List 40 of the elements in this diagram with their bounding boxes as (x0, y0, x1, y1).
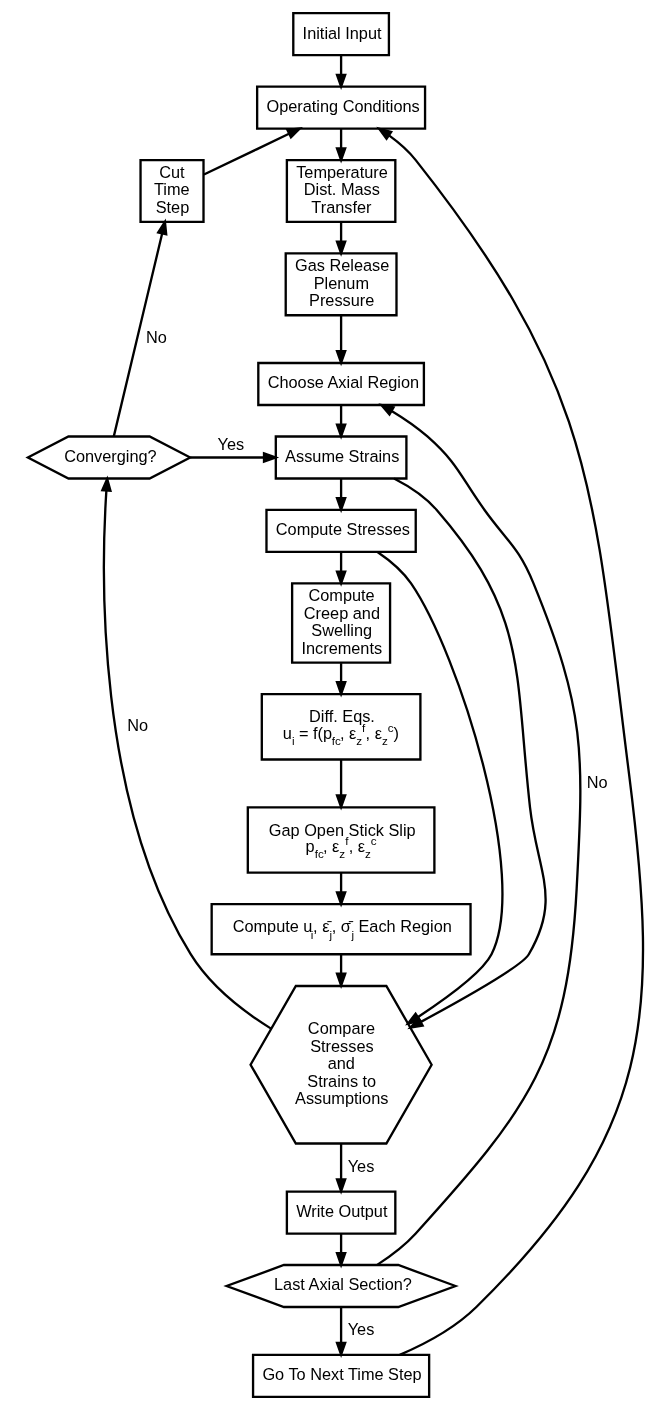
arrow (334, 128, 347, 164)
arrow (334, 872, 347, 908)
edge-label: No (145, 328, 167, 347)
node-box: Go To Next Time Step (251, 1353, 430, 1398)
node-box: Choose Axial Region (256, 361, 425, 407)
edge-label: Yes (217, 434, 244, 453)
arrow (112, 218, 167, 437)
edge-label: Yes (347, 1320, 374, 1339)
arrow (334, 405, 347, 440)
node-box: Operating Conditions (255, 85, 426, 130)
edge-label: No (126, 716, 148, 735)
node-box: Initial Input (291, 12, 390, 57)
node-box: Compute Creep and Swelling Increments (290, 582, 391, 664)
edge-label: No (586, 772, 608, 791)
arrow (100, 475, 272, 1030)
arrow (334, 1307, 347, 1359)
node-box: Temperature Dist. Mass Transfer (285, 158, 396, 224)
arrow (375, 126, 644, 1356)
arrow (334, 478, 347, 514)
node-box: Assume Strains (274, 435, 408, 480)
arrow (202, 127, 303, 176)
arrow (334, 1233, 347, 1269)
arrow (376, 403, 581, 1266)
node-box: Gas Release Plenum Pressure (284, 252, 398, 317)
arrow (376, 551, 503, 1026)
node-box: Compute u$_{i}$, ε̄$_{j}$, σ̄$_{j}$ Each Region (210, 902, 472, 956)
arrow (334, 759, 347, 811)
node-box: Compute Stresses (264, 508, 417, 554)
arrow (189, 451, 279, 464)
arrow (334, 552, 347, 587)
arrow (334, 222, 347, 257)
arrow (334, 663, 347, 698)
node-box: Cut Time Step (138, 158, 205, 224)
arrow (334, 954, 347, 989)
edge-label: Yes (347, 1156, 374, 1175)
node-box: Write Output (285, 1190, 396, 1235)
arrow (334, 1143, 347, 1195)
node-box: Diff. Eqs. u$_{i}$ = f(p$_{fc}$, ε$_{z}$$^{f}$, ε$_{z}$$^{c}$) (260, 693, 422, 761)
arrow (334, 55, 347, 91)
arrow (334, 315, 347, 367)
